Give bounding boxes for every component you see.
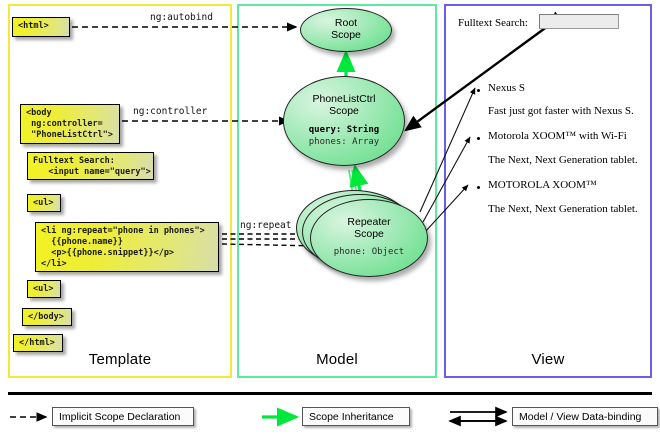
fulltext-search-input[interactable]: [539, 14, 619, 29]
view-item-snippet: The Next, Next Generation tablet.: [488, 203, 638, 215]
view-item-name: Nexus S: [488, 82, 525, 94]
code-box-body-open: <body ng:controller= "PhoneListCtrl">: [20, 104, 120, 144]
code-box-html-open: <html>: [12, 17, 70, 37]
edge-label-ng-controller: ng:controller: [133, 106, 208, 117]
scope-root: Root Scope: [300, 8, 392, 52]
scope-phonelistctrl-prop-phones: phones: Array: [308, 136, 380, 147]
scope-phonelistctrl-prop-query: query: String: [308, 125, 380, 135]
code-box-html-close: </html>: [13, 334, 63, 352]
scope-repeater-title: Repeater Scope: [347, 216, 391, 240]
code-box-fulltext-search: Fulltext Search: <input name="query">: [27, 152, 154, 180]
edge-label-ng-autobind: ng:autobind: [150, 12, 213, 23]
view-item-name: MOTOROLA XOOM™: [488, 179, 597, 191]
view-item-snippet: Fast just got faster with Nexus S.: [488, 105, 634, 117]
fulltext-search-label: Fulltext Search:: [458, 17, 528, 29]
legend-implicit-scope-declaration: Implicit Scope Declaration: [52, 407, 194, 426]
list-bullet: [477, 186, 480, 189]
code-box-ul-open: <ul>: [27, 194, 61, 212]
scope-phonelistctrl: PhoneListCtrl Scope query: String phones…: [283, 76, 405, 166]
list-bullet: [477, 137, 480, 140]
edge-label-ng-repeat: ng:repeat: [240, 220, 292, 231]
scope-repeater: Repeater Scope phone: Object: [310, 199, 428, 277]
legend-data-binding: Model / View Data-binding: [512, 407, 658, 426]
legend-scope-inheritance: Scope Inheritance: [302, 407, 410, 426]
panel-model: Model: [237, 4, 437, 378]
scope-root-title: Root Scope: [331, 17, 361, 41]
scope-repeater-prop-phone: phone: Object: [333, 247, 405, 257]
view-item-snippet: The Next, Next Generation tablet.: [488, 154, 638, 166]
view-item-name: Motorola XOOM™ with Wi-Fi: [488, 130, 627, 142]
legend-divider: [8, 392, 652, 395]
panel-label-template: Template: [88, 351, 152, 368]
code-box-ul-close: <ul>: [27, 280, 61, 298]
list-bullet: [477, 89, 480, 92]
panel-label-model: Model: [316, 351, 358, 368]
scope-phonelistctrl-title: PhoneListCtrl Scope: [312, 93, 376, 117]
code-box-body-close: </body>: [22, 308, 72, 326]
code-box-li-repeat: <li ng:repeat="phone in phones"> {{phone…: [35, 222, 219, 272]
panel-label-view: View: [531, 351, 565, 368]
panel-view: View: [444, 4, 652, 378]
